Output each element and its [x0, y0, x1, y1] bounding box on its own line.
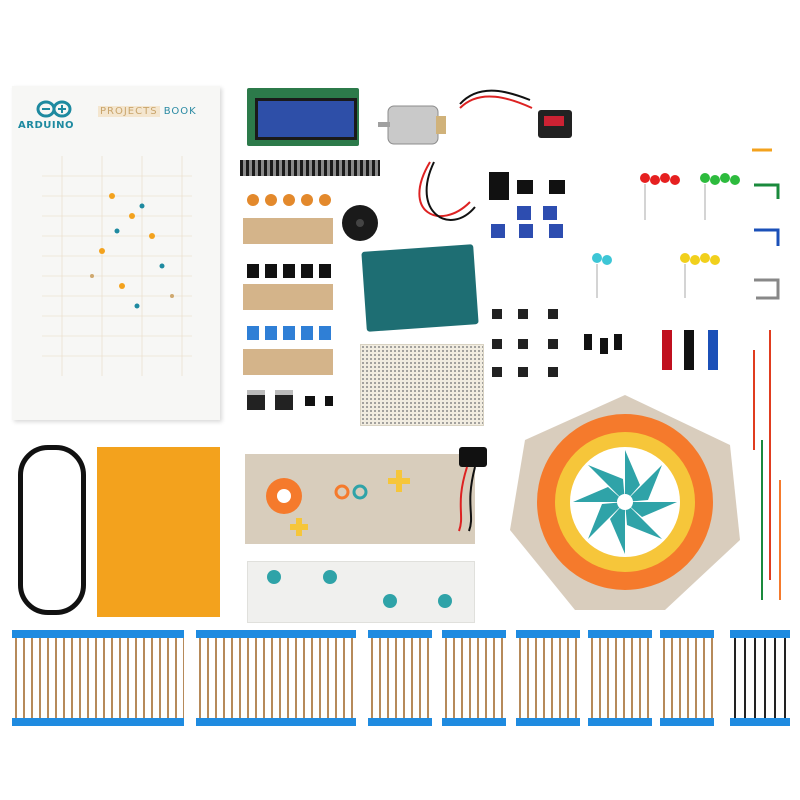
book-title-part2: BOOK	[163, 106, 197, 117]
electrolytic-capacitors-and-tubes	[584, 330, 718, 370]
arduino-logo-icon	[36, 100, 72, 118]
orange-acrylic-plate	[97, 447, 220, 617]
book-brand: ARDUINO	[18, 120, 74, 131]
led-assortment	[592, 173, 740, 298]
photo-sensor-strip	[247, 561, 475, 623]
resistor-strip-1	[12, 630, 184, 726]
piezo-buzzer	[342, 205, 378, 241]
resistor-strip-6	[588, 630, 652, 726]
voltage-regulators	[247, 390, 333, 410]
resistor-strip-7	[660, 630, 714, 726]
push-buttons	[492, 309, 558, 377]
pinwheel-cardboard	[510, 395, 740, 610]
arduino-uno-board	[361, 244, 479, 332]
breadboard	[360, 344, 484, 426]
diode-strip	[730, 630, 790, 726]
servo-motor	[538, 110, 572, 138]
jumper-wires	[418, 89, 533, 221]
blue-capacitors	[247, 326, 331, 340]
lcd-screen	[255, 98, 357, 140]
capacitor-strip	[243, 218, 333, 244]
blue-capacitor-strip	[243, 349, 333, 375]
male-header-pins	[240, 160, 380, 176]
book-grid-illustration	[42, 156, 192, 376]
resistor-strip-4	[442, 630, 506, 726]
right-jumper-wires	[752, 148, 781, 600]
book-title-part1: PROJECTS	[98, 106, 160, 117]
resistor-strip-5	[516, 630, 580, 726]
ceramic-capacitors	[247, 194, 331, 206]
resistor-strip-2	[196, 630, 356, 726]
ic-chips-and-potentiometers	[489, 172, 565, 238]
battery-snap	[458, 447, 487, 532]
transistors	[247, 264, 331, 278]
control-panel-shapes	[266, 470, 410, 536]
projects-book: ARDUINO PROJECTS BOOK	[12, 86, 220, 420]
book-title: PROJECTS BOOK	[98, 106, 197, 117]
transistor-strip	[243, 284, 333, 310]
resistor-strip-3	[368, 630, 432, 726]
usb-cable	[18, 445, 86, 615]
sensor-leds	[267, 570, 452, 608]
dc-motor	[378, 105, 446, 145]
